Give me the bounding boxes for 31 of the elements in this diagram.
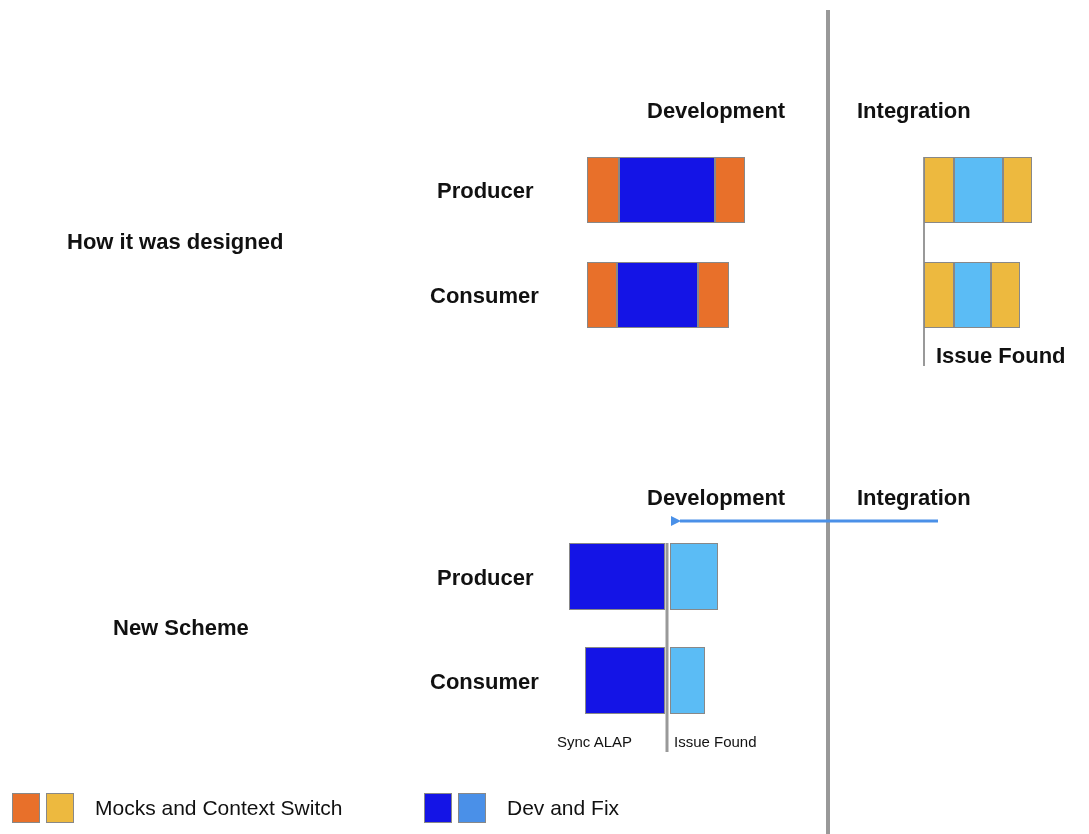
- legend-label: Mocks and Context Switch: [95, 795, 343, 821]
- time-bar: [954, 157, 1003, 223]
- time-bar: [619, 157, 715, 223]
- row-label: Producer: [437, 178, 534, 204]
- phase-heading: Integration: [857, 98, 971, 124]
- time-bar: [924, 157, 954, 223]
- time-bar: [585, 647, 665, 714]
- legend-label: Dev and Fix: [507, 795, 620, 821]
- row-label: Consumer: [430, 669, 539, 695]
- time-bar: [617, 262, 698, 328]
- section-heading: How it was designed: [67, 229, 284, 255]
- time-bar: [670, 647, 705, 714]
- section-heading: New Scheme: [113, 615, 249, 641]
- phase-heading: Development: [647, 485, 786, 511]
- time-bar: [924, 262, 954, 328]
- row-label: Producer: [437, 565, 534, 591]
- time-bar: [715, 157, 745, 223]
- time-bar: [954, 262, 991, 328]
- time-bar: [587, 262, 617, 328]
- time-bar: [670, 543, 718, 610]
- phase-heading: Development: [647, 98, 786, 124]
- time-bar: [698, 262, 729, 328]
- time-bar: [569, 543, 665, 610]
- time-bar: [991, 262, 1020, 328]
- event-label: Issue Found: [936, 343, 1066, 369]
- time-bar: [587, 157, 619, 223]
- row-label: Consumer: [430, 283, 539, 309]
- event-label: Issue Found: [674, 733, 757, 751]
- event-label: Sync ALAP: [557, 733, 633, 751]
- time-bar: [1003, 157, 1032, 223]
- phase-heading: Integration: [857, 485, 971, 511]
